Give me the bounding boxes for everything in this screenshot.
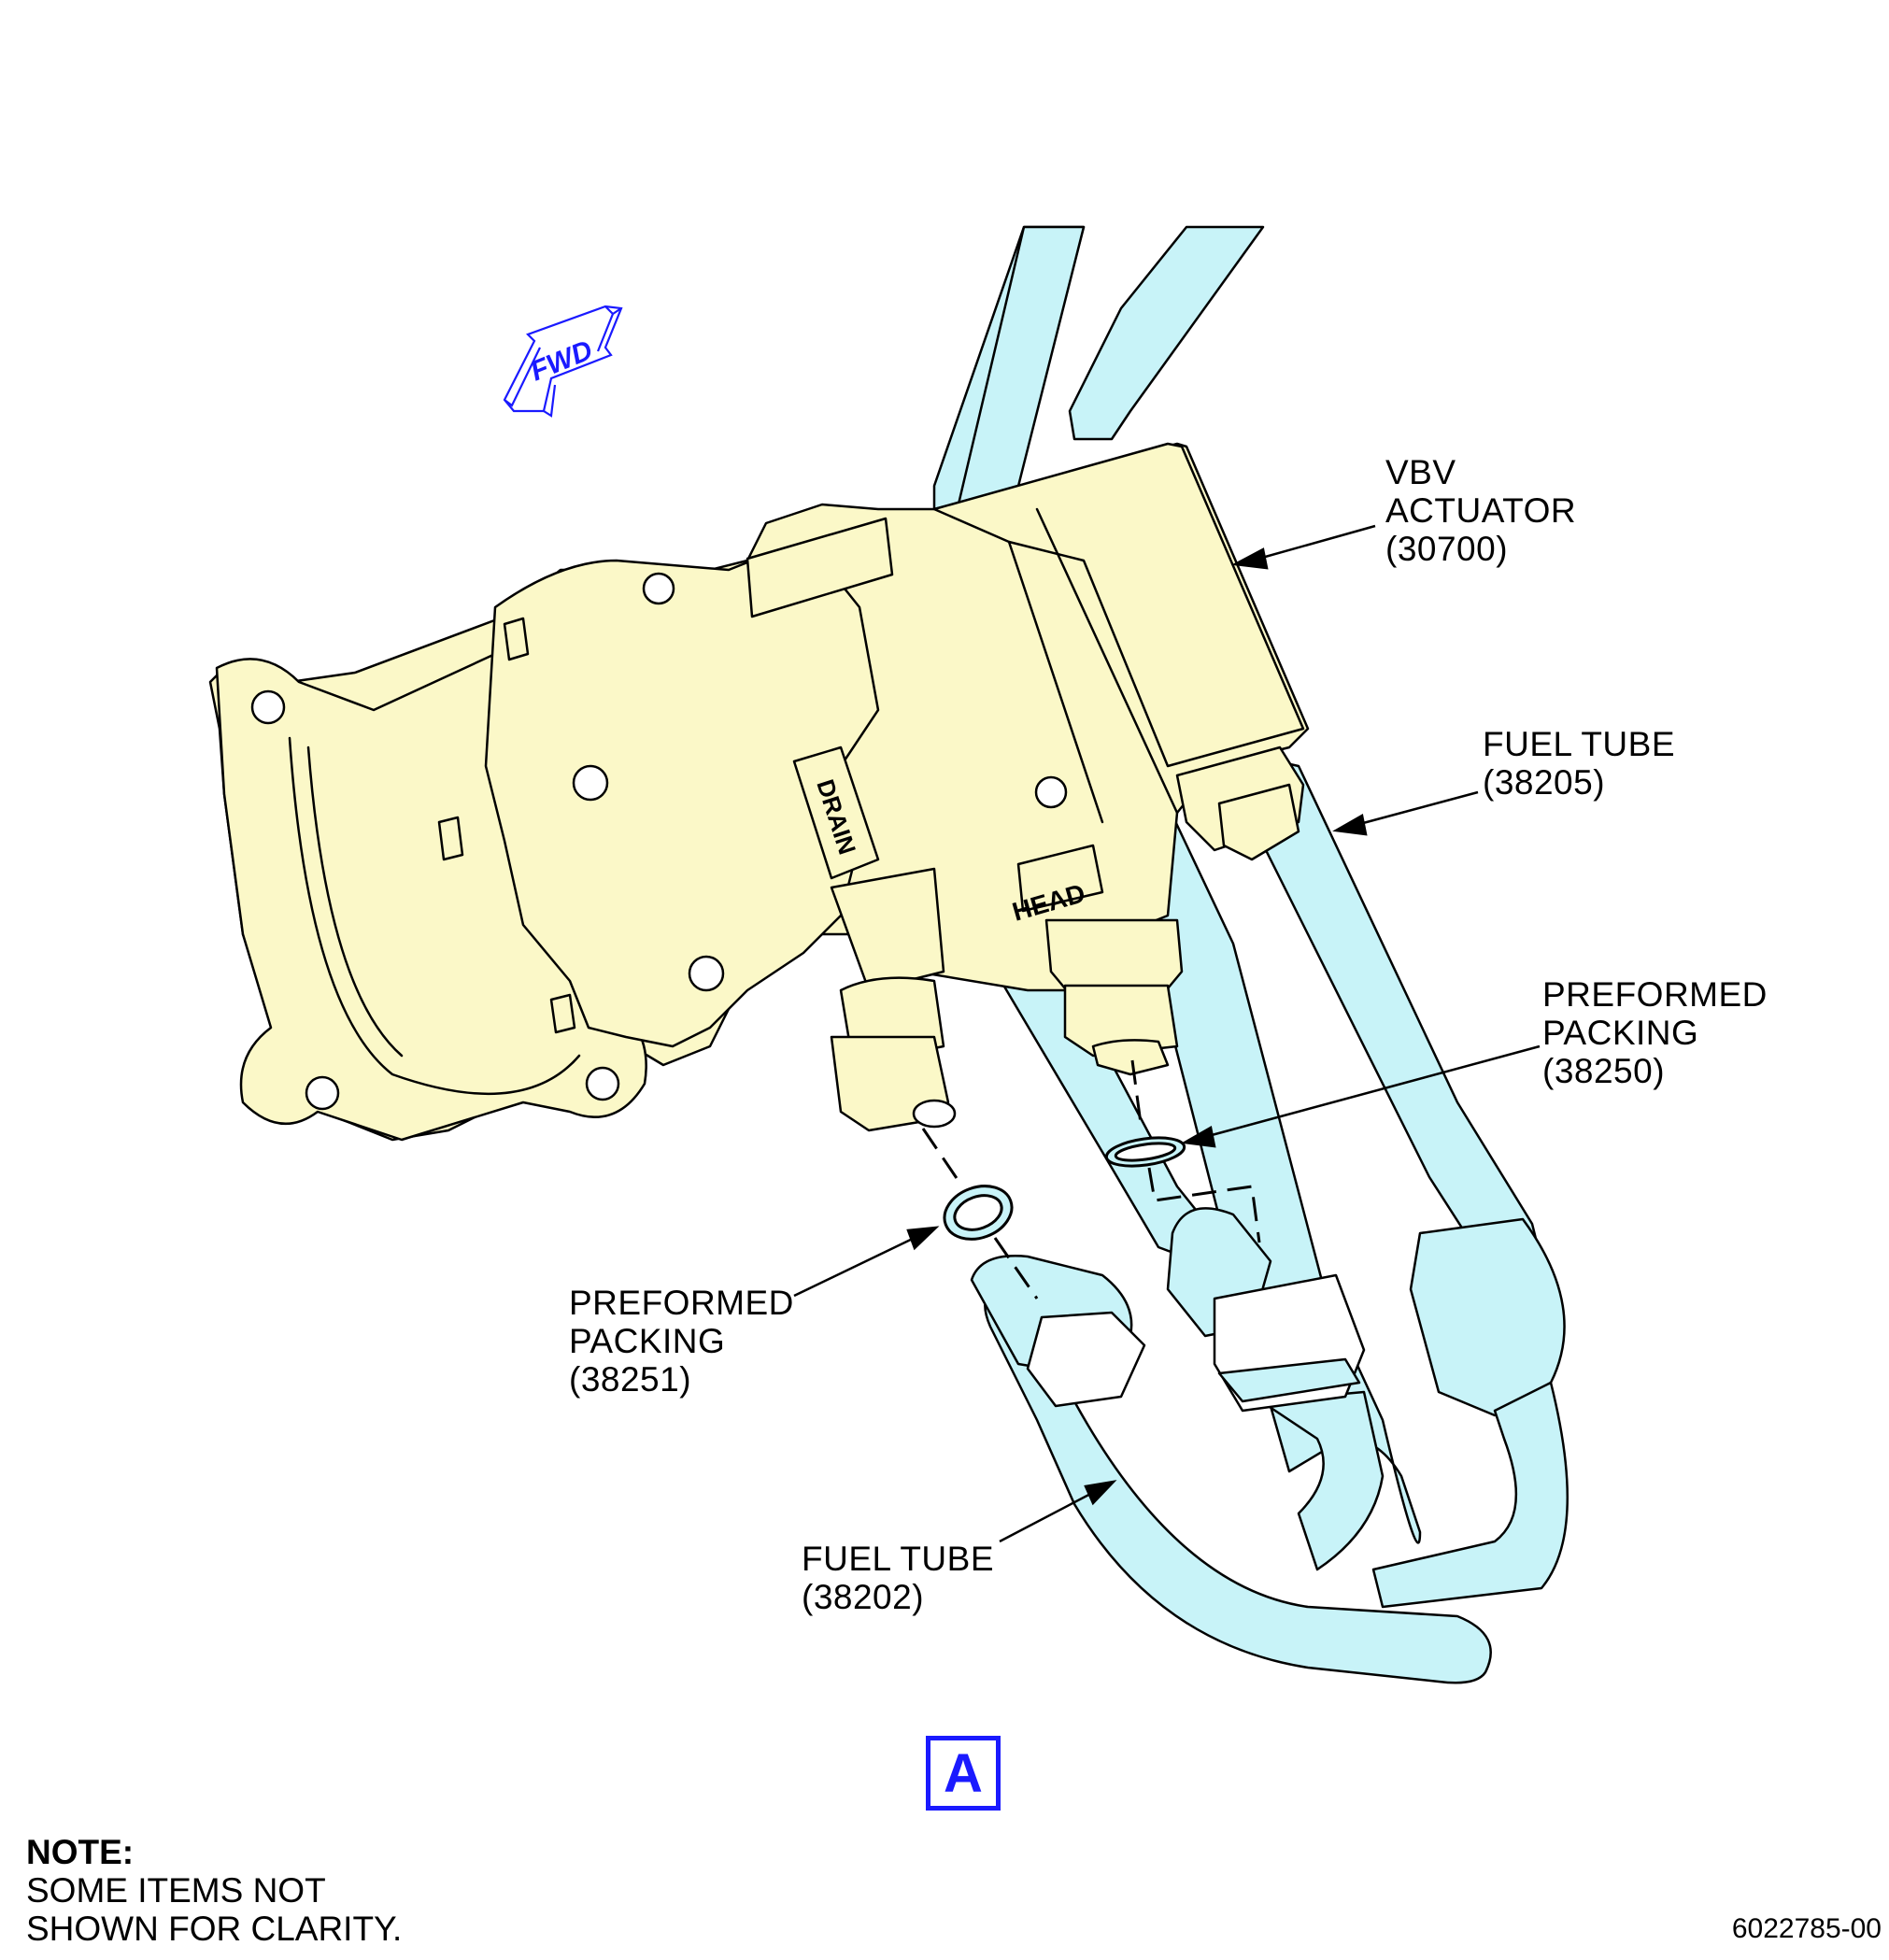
figure-id: 6022785-00: [1731, 1913, 1882, 1944]
note-line-1: SOME ITEMS NOT: [26, 1871, 326, 1910]
fuel-tube-38205-label: FUEL TUBE (38205): [1483, 725, 1675, 802]
fwd-arrow-text: FWD: [526, 334, 597, 387]
fuel-tube-38202-label: FUEL TUBE (38202): [802, 1540, 994, 1616]
packing-38250-label: PREFORMED PACKING (38250): [1542, 975, 1768, 1090]
vbv-actuator-label: VBV ACTUATOR (30700): [1385, 453, 1577, 568]
note-title: NOTE:: [26, 1833, 135, 1871]
fwd-arrow-icon: [503, 305, 623, 418]
view-callout-box: A: [926, 1736, 1001, 1811]
note-line-2: SHOWN FOR CLARITY.: [26, 1910, 403, 1948]
view-letter: A: [944, 1743, 983, 1804]
packing-38251-label: PREFORMED PACKING (38251): [569, 1284, 794, 1399]
